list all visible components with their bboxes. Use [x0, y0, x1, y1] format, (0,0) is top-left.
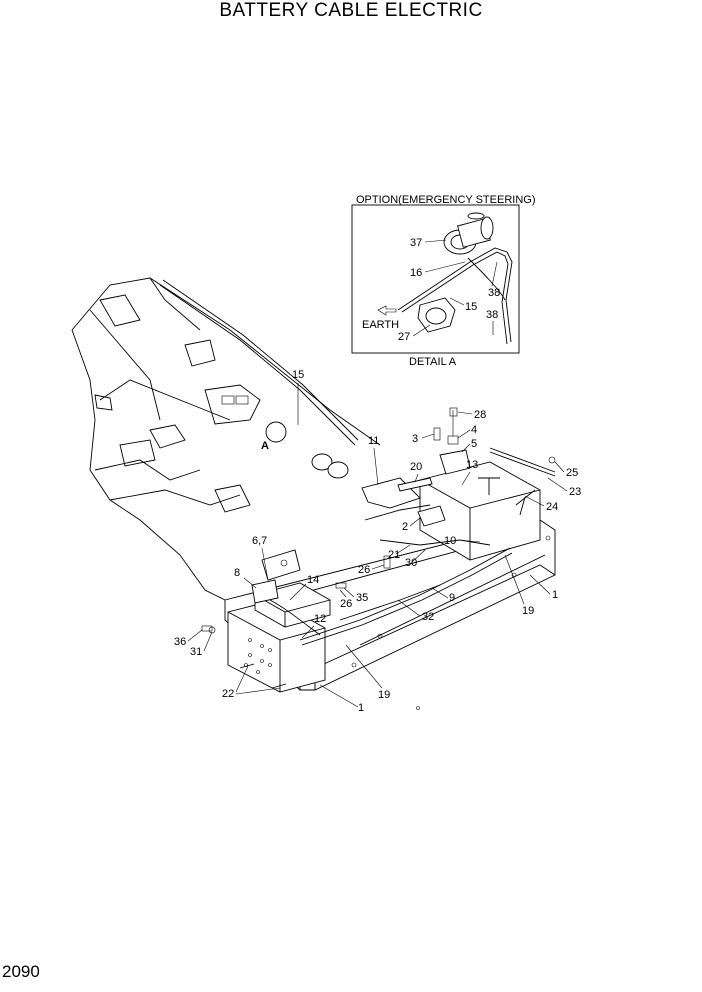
- callout-20: 20: [410, 461, 422, 473]
- callout-28: 28: [474, 409, 486, 421]
- detail-a-heading: OPTION(EMERGENCY STEERING): [356, 194, 535, 206]
- callout-6-7: 6,7: [252, 535, 267, 547]
- detail-a-caption: DETAIL A: [409, 356, 457, 368]
- callout-5: 5: [471, 438, 477, 450]
- callout-38b: 38: [486, 309, 498, 321]
- callout-12: 12: [314, 613, 326, 625]
- detail-a-marker: A: [261, 440, 269, 452]
- starter-motor-icon: [311, 453, 349, 479]
- callout-9: 9: [449, 592, 455, 604]
- callout-37: 37: [410, 237, 422, 249]
- relay-icon: [417, 297, 456, 333]
- callout-1b: 1: [358, 702, 364, 714]
- callouts: 15 11 28 3 4 5 13 20 25 23 24 2 10 21 26…: [174, 369, 581, 714]
- callout-23: 23: [569, 486, 581, 498]
- callout-2: 2: [402, 521, 408, 533]
- callout-26b: 26: [340, 598, 352, 610]
- callout-31: 31: [190, 646, 202, 658]
- callout-15: 15: [292, 369, 304, 381]
- callout-16: 16: [410, 267, 422, 279]
- callout-24: 24: [546, 501, 558, 513]
- callout-27: 27: [398, 331, 410, 343]
- earth-label: EARTH: [362, 319, 399, 331]
- callout-36: 36: [174, 636, 186, 648]
- callout-14: 14: [307, 574, 319, 586]
- callout-25: 25: [566, 467, 578, 479]
- callout-21: 21: [388, 549, 400, 561]
- callout-10: 10: [444, 535, 456, 547]
- detail-a-box: OPTION(EMERGENCY STEERING) DETAIL A EART…: [351, 194, 535, 368]
- callout-38a: 38: [488, 287, 500, 299]
- emergency-steering-motor-icon: [443, 212, 494, 255]
- callout-3: 3: [412, 433, 418, 445]
- callout-1a: 1: [552, 589, 558, 601]
- callout-13: 13: [466, 459, 478, 471]
- page-number: 2090: [2, 962, 40, 981]
- callout-8: 8: [234, 567, 240, 579]
- callout-19b: 19: [378, 689, 390, 701]
- page-title: BATTERY CABLE ELECTRIC: [219, 0, 483, 21]
- callout-11: 11: [368, 435, 379, 447]
- callout-26a: 26: [358, 564, 370, 576]
- machine-frame: [71, 277, 556, 710]
- callout-19a: 19: [522, 605, 534, 617]
- callout-35: 35: [356, 592, 368, 604]
- callout-4: 4: [471, 424, 477, 436]
- callout-32: 32: [422, 611, 434, 623]
- callout-15-detail: 15: [465, 301, 477, 313]
- callout-22: 22: [222, 688, 234, 700]
